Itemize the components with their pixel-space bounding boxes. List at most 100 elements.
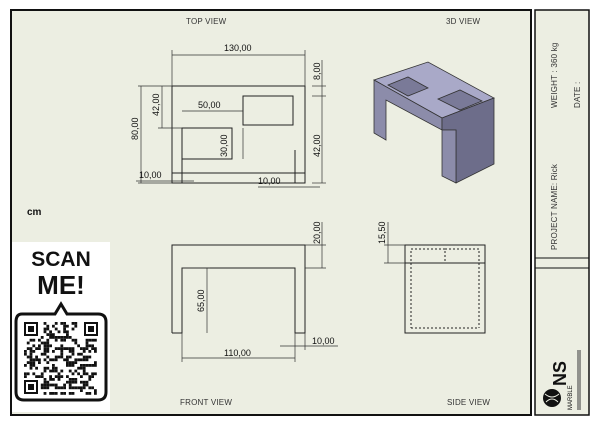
- qr-module: [85, 380, 89, 384]
- qr-module: [82, 380, 86, 384]
- qr-finder-patterns: [24, 322, 98, 394]
- qr-module: [49, 369, 52, 373]
- qr-module: [43, 378, 47, 381]
- qr-panel: SCAN ME!: [12, 242, 110, 412]
- qr-module: [74, 361, 78, 364]
- qr-module: [82, 366, 86, 370]
- qr-module: [32, 350, 36, 353]
- qr-module: [85, 355, 89, 359]
- qr-module: [63, 324, 66, 328]
- qr-module: [54, 355, 58, 359]
- qr-module: [54, 366, 58, 370]
- qr-code-icon[interactable]: [12, 300, 110, 410]
- qr-module: [46, 386, 50, 390]
- iso-view-label: 3D VIEW: [446, 17, 481, 26]
- qr-module: [68, 347, 72, 350]
- qr-module: [68, 364, 72, 367]
- qr-module: [29, 350, 33, 353]
- dim-top-height: 80,00: [130, 117, 140, 140]
- qr-module: [85, 364, 89, 367]
- qr-module: [82, 369, 86, 373]
- dim-front-bottom: 110,00: [224, 348, 251, 358]
- qr-module: [88, 355, 92, 359]
- qr-module: [43, 358, 47, 362]
- dim-top-right-top: 8,00: [312, 62, 322, 80]
- qr-module: [71, 350, 75, 353]
- qr-module: [54, 375, 58, 378]
- qr-module: [85, 338, 89, 342]
- qr-module: [46, 355, 50, 359]
- qr-module: [46, 347, 50, 350]
- qr-module: [35, 358, 38, 362]
- qr-module: [54, 358, 58, 362]
- qr-module: [71, 338, 75, 342]
- brand-sub: MARBLE: [568, 385, 574, 410]
- scan-text: SCAN: [31, 248, 91, 271]
- qr-module: [26, 341, 30, 345]
- qr-module: [85, 358, 89, 362]
- side-view: [404, 244, 486, 334]
- qr-module: [38, 375, 41, 378]
- qr-module: [60, 344, 64, 348]
- iso-view: [373, 61, 495, 184]
- qr-module: [52, 350, 55, 353]
- weight-text: WEIGHT : 360 kg: [550, 42, 559, 108]
- title-block: [534, 9, 590, 416]
- date-text: DATE :: [573, 82, 582, 108]
- dim-top-right-bottom: 42,00: [312, 134, 322, 157]
- qr-module: [57, 375, 61, 378]
- unit-label: cm: [27, 207, 42, 218]
- qr-module: [52, 336, 55, 339]
- qr-module: [57, 355, 61, 359]
- qr-module: [52, 392, 55, 395]
- side-view-outline: [404, 244, 486, 334]
- front-view-dimensions: [181, 222, 338, 362]
- qr-module: [85, 344, 89, 348]
- qr-module: [74, 380, 78, 384]
- brand-contact-strip: [577, 350, 581, 410]
- qr-module: [43, 352, 47, 356]
- qr-module: [54, 338, 58, 342]
- qr-module: [77, 352, 80, 356]
- dim-front-top: 20,00: [312, 221, 322, 244]
- qr-module: [32, 361, 36, 364]
- qr-module: [74, 386, 78, 390]
- qr-module: [85, 372, 89, 376]
- qr-module: [94, 347, 97, 350]
- qr-module: [74, 338, 78, 342]
- qr-module: [80, 347, 83, 350]
- qr-module: [32, 338, 36, 342]
- dim-front-right: 10,00: [312, 336, 335, 346]
- qr-module: [68, 386, 72, 390]
- qr-module: [94, 389, 97, 392]
- qr-module: [46, 344, 50, 348]
- qr-module: [52, 383, 55, 387]
- qr-module: [60, 322, 64, 325]
- qr-module: [38, 358, 41, 362]
- qr-module: [38, 361, 41, 364]
- qr-module: [43, 369, 47, 373]
- qr-module: [71, 322, 75, 325]
- qr-module: [49, 383, 52, 387]
- brand-name: NS: [550, 361, 570, 386]
- qr-module: [54, 383, 58, 387]
- qr-module: [77, 344, 80, 348]
- qr-module: [52, 369, 55, 373]
- qr-module: [49, 344, 52, 348]
- qr-module: [88, 392, 92, 395]
- qr-module: [43, 327, 47, 331]
- dim-top-bottom-right: 10,00: [258, 176, 281, 186]
- brand-logo: NS MARBLE: [543, 350, 581, 410]
- qr-module: [35, 355, 38, 359]
- qr-module: [63, 322, 66, 325]
- qr-module: [38, 338, 41, 342]
- iso-basin-right: [437, 89, 483, 111]
- qr-module: [49, 336, 52, 339]
- qr-module: [32, 364, 36, 367]
- qr-module: [94, 364, 97, 367]
- qr-module: [63, 358, 66, 362]
- qr-module: [77, 372, 80, 376]
- qr-module: [71, 392, 75, 395]
- qr-module: [94, 338, 97, 342]
- qr-module: [54, 327, 58, 331]
